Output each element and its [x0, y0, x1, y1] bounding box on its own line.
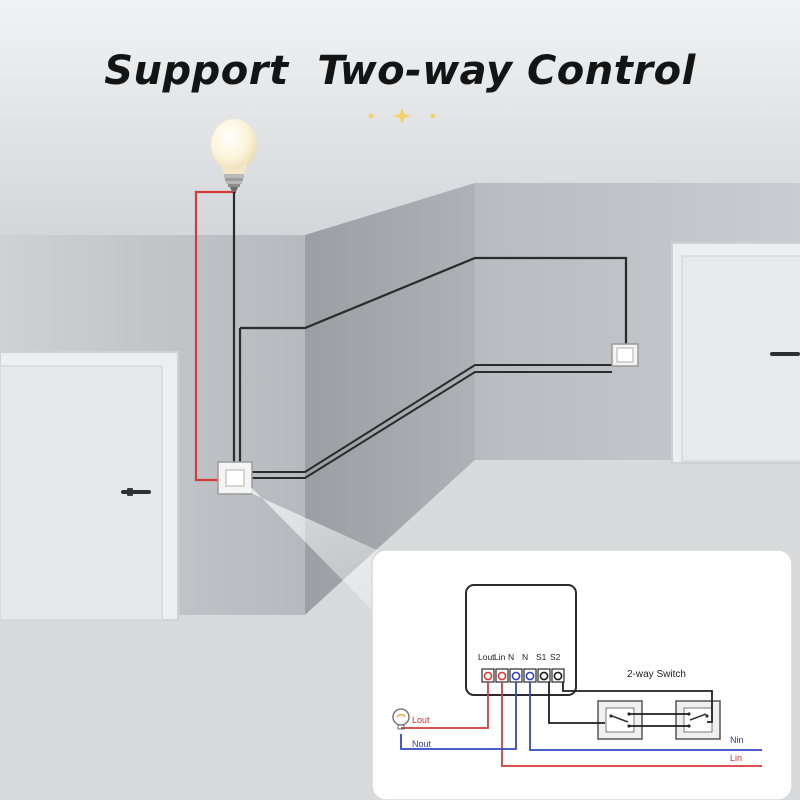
- lout-label: Lout: [412, 715, 430, 725]
- wiring: [194, 190, 628, 482]
- door-handle-icon: [121, 488, 151, 496]
- terminal-label: Lin: [494, 652, 506, 662]
- terminal-label: N: [508, 652, 515, 662]
- headline: Support Two-way Control: [104, 48, 696, 94]
- wall-switch-icon: [217, 461, 253, 495]
- terminal-label: S2: [550, 652, 561, 662]
- bulb-symbol-icon: [392, 708, 410, 730]
- two-way-switch-a: [597, 700, 643, 740]
- terminal-screw: [497, 671, 507, 681]
- nin-label: Nin: [730, 735, 744, 745]
- terminal-block: [481, 668, 565, 683]
- light-bulb-icon: [211, 119, 257, 192]
- terminal-screw: [483, 671, 493, 681]
- terminal-label: Lout: [478, 652, 495, 662]
- terminal-screw: [525, 671, 535, 681]
- left-door: [0, 351, 179, 621]
- lin-label: Lin: [730, 753, 743, 763]
- two-way-switch-label: 2-way Switch: [627, 669, 686, 680]
- terminal-label: S1: [536, 652, 547, 662]
- nout-label: Nout: [412, 739, 432, 749]
- wall-switch-icon: [611, 343, 639, 367]
- middle-wall: [305, 183, 475, 615]
- terminal-screw: [539, 671, 549, 681]
- sparkle-icon: [368, 108, 436, 124]
- zoom-beam: [244, 488, 410, 610]
- terminal-label: N: [522, 652, 529, 662]
- right-door: [671, 242, 800, 464]
- door-handle-icon: [770, 352, 800, 356]
- wiring-diagram-panel: [371, 549, 793, 800]
- terminal-screw: [511, 671, 521, 681]
- smart-module: [465, 584, 577, 696]
- terminal-screw: [553, 671, 563, 681]
- two-way-switch-b: [675, 700, 721, 740]
